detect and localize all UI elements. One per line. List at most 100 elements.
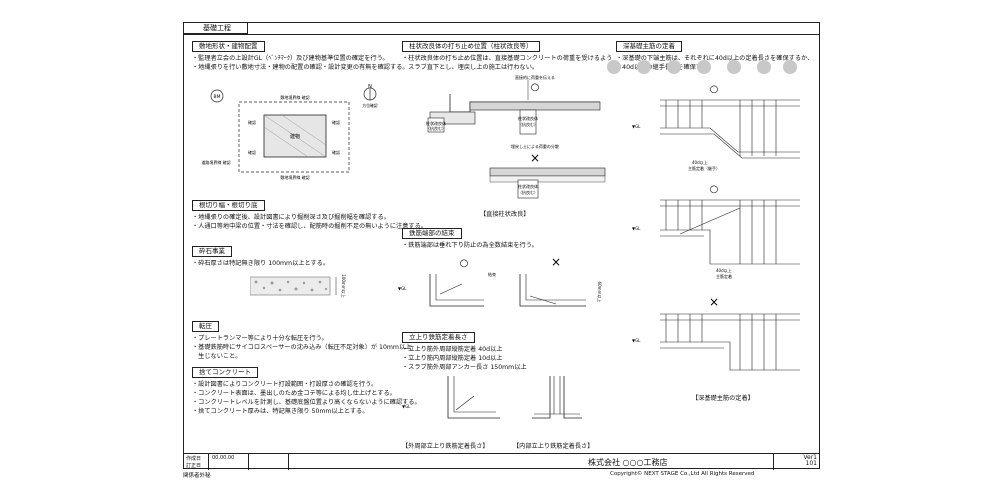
- inner-anchor-form-left: [532, 376, 551, 419]
- rebar-end-section: 鉄筋端部の結束 ・鉄筋端部は垂れ下り防止の為全数結束を行う。: [402, 228, 612, 251]
- ok-pile-left-sub: （抗良む）: [426, 125, 446, 131]
- ng-rebar-sag: [529, 295, 557, 305]
- compaction-title: 転圧: [192, 321, 219, 332]
- concrete-item-2: ・コンクリート表面は、墨出しのため金コテ等による均し仕上げとする。: [192, 389, 396, 397]
- pile-title: 柱状改良体の打ち止め位置（柱状改良等）: [402, 41, 540, 52]
- decor-dot: [727, 60, 741, 74]
- gravel-section: 砕石事業 ・砕石厚さは特記無き限り 100mm以上とする。: [192, 246, 377, 269]
- excavation-item-1: ・地縄張りの確定後、設計図書により掘削深さ及び掘削幅を確認する。: [192, 214, 390, 221]
- deep-gl-3: ▼GL: [632, 338, 641, 343]
- site-item-1: ・監理者立会の上設計GL（ﾍﾞﾝﾁﾏｰｸ）及び建物基準位置の確定を行う。: [192, 55, 389, 62]
- north-sub-label: 方位確認: [362, 103, 377, 108]
- confirm-label: 確認: [332, 149, 340, 155]
- ok-pile-sub: （抗良む）: [518, 121, 538, 127]
- deep-ng-mark: ×: [709, 295, 719, 309]
- confirm-label: 確認: [332, 119, 340, 125]
- version-number: 101: [805, 460, 817, 467]
- ng-slab: [489, 167, 606, 177]
- ok-rebar: [435, 274, 484, 301]
- rebar-anchor-item-2: ・立上り筋内周部縦筋定着 10d以上: [402, 354, 503, 362]
- decor-dot: [607, 60, 621, 74]
- pile-caption: 【直接柱状改良】: [480, 211, 530, 218]
- site-title: 敷地形状・建物配置: [192, 41, 265, 52]
- compaction-item-2: ・基礎鉄筋時にサイコロスペーサーの沈み込み（転圧不足対象）が 10mm以上: [192, 343, 412, 351]
- rebar-end-ok-mark: ○: [460, 258, 469, 269]
- concrete-item-1: ・設計図書によりコンクリート打設範囲・打設厚さの確認を行う。: [192, 381, 378, 388]
- bm-label: BM: [214, 94, 221, 100]
- gravel-title: 砕石事業: [192, 246, 232, 257]
- version-block: Ver1 101: [777, 454, 817, 467]
- title-block: 作成日 訂正日 00.00.00 株式会社 ○○○工務店 Ver1 101: [183, 453, 820, 470]
- ng-form-outline: [519, 274, 586, 307]
- bottom-boundary-label: 敷地境界線 確認: [280, 174, 309, 180]
- deep-foundation-caption: 【深基礎主筋の定着】: [692, 395, 754, 402]
- compaction-item-1: ・プレートランマー等により十分な転圧を行う。: [192, 335, 328, 342]
- ng-note: 埋戻し土による荷重の分散: [511, 143, 559, 149]
- pile-section: 柱状改良体の打ち止め位置（柱状改良等） ・柱状改良体の打ち止め位置は、直接基礎コ…: [402, 41, 612, 73]
- rebar-end-diagram: ○ × 結束 ▼GL 60mm以上: [398, 255, 603, 307]
- rebar-anchor-gl: ▼GL: [402, 404, 411, 409]
- gravel-layer: [250, 276, 331, 296]
- version-label: Ver1: [803, 454, 817, 461]
- rebar-anchor-item-1: ・立上り筋外周部縦筋定着 40d以上: [402, 346, 503, 353]
- ok-mark: ○: [531, 82, 540, 93]
- tie-label: 結束: [488, 271, 496, 277]
- revised-label: 訂正日: [186, 463, 202, 469]
- excavation-item-2: ・人通口等地中梁の位置・寸法を確認し、配筋時の掘削不足の無いように注意する。: [192, 222, 427, 230]
- created-label: 作成日: [186, 456, 202, 462]
- date-value-cell: 00.00.00: [208, 454, 249, 470]
- deep-ok-mark-1: ○: [710, 84, 719, 95]
- confirm-label: 確認: [248, 149, 256, 155]
- ok-pile: [519, 109, 537, 135]
- rebar-anchor-diagram: ▼GL: [402, 376, 582, 419]
- deep-frame-1: [660, 99, 800, 159]
- company-name: 株式会社 ○○○工務店: [588, 458, 668, 467]
- ok-pile-left: [427, 117, 445, 133]
- ng-backfill: [489, 175, 606, 183]
- deep-dim-2-sub: 主筋定着: [716, 273, 732, 279]
- compaction-item-3: 生じないこと。: [192, 352, 242, 360]
- deep-foundation-decor: [607, 60, 797, 74]
- ok-pile-label: 柱状改良体: [518, 115, 538, 121]
- concrete-item-4: ・捨てコンクリート厚みは、特記無き限り 50mm以上とする。: [192, 407, 369, 415]
- excavation-title: 根切り幅・根切り底: [192, 200, 265, 211]
- decor-dot: [637, 60, 651, 74]
- concrete-title: 捨てコンクリート: [192, 367, 258, 378]
- decor-dot: [667, 60, 681, 74]
- deep-gl-2: ▼GL: [632, 226, 641, 231]
- concrete-item-3: ・コンクリートレベルを計測し、基礎底盤位置より高くならないように確認する。: [192, 398, 421, 406]
- gravel-texture: [254, 280, 328, 292]
- confirm-label: 確認: [248, 119, 256, 125]
- ok-slab: [469, 101, 601, 111]
- outer-anchor-rebar: [453, 376, 496, 413]
- deep-ok-mark-2: ○: [710, 184, 719, 195]
- pile-item-1: ・柱状改良体の打ち止め位置は、直接基礎コンクリートの荷重を受けるよう: [402, 55, 613, 62]
- ok-rebar-bend: [439, 283, 463, 295]
- site-boundary: [238, 101, 350, 173]
- ok-form-outline: [429, 274, 484, 307]
- decor-dot: [757, 60, 771, 74]
- pile-item-2: スラブ直下とし、埋戻し上の施工は行わない。: [402, 63, 539, 71]
- ng-mark: ×: [530, 151, 540, 165]
- top-boundary-label: 敷地境界線 確認: [280, 94, 309, 100]
- inner-anchor-form-right: [563, 376, 582, 419]
- sheet-title-rule: [183, 34, 820, 35]
- date-label-cell: 作成日 訂正日: [183, 454, 209, 470]
- drawing-sheet: [183, 22, 820, 469]
- rebar-end-title: 鉄筋端部の結束: [402, 228, 462, 239]
- decor-dot: [697, 60, 711, 74]
- rebar-end-dim: 60mm以上: [597, 282, 603, 303]
- building-hatch: [263, 126, 309, 158]
- rebar-anchor-outer-caption: 【外周部立上り鉄筋定着長さ】: [402, 443, 489, 450]
- sheet-title: 基礎工程: [183, 22, 248, 34]
- rebar-end-item-1: ・鉄筋端部は垂れ下り防止の為全数結束を行う。: [402, 242, 538, 249]
- company-cell: 株式会社 ○○○工務店: [288, 454, 774, 470]
- deep-dim-1-sub: 主筋定着（継手）: [688, 165, 720, 171]
- copyright: Copyright© NEXT STAGE Co.,Ltd All Rights…: [610, 471, 755, 477]
- deep-foundation-item-1: ・深基礎の下端主筋は、それぞれに40d以上の定着長さを確保するか、: [616, 55, 814, 62]
- deep-dim-1: 40d以上: [692, 159, 708, 165]
- ng-pile-sub: （抗良む）: [518, 189, 538, 195]
- created-value: 00.00.00: [212, 455, 235, 461]
- building-label: 建物: [290, 133, 300, 140]
- ok-pile-left-label: 柱状改良体: [426, 120, 446, 126]
